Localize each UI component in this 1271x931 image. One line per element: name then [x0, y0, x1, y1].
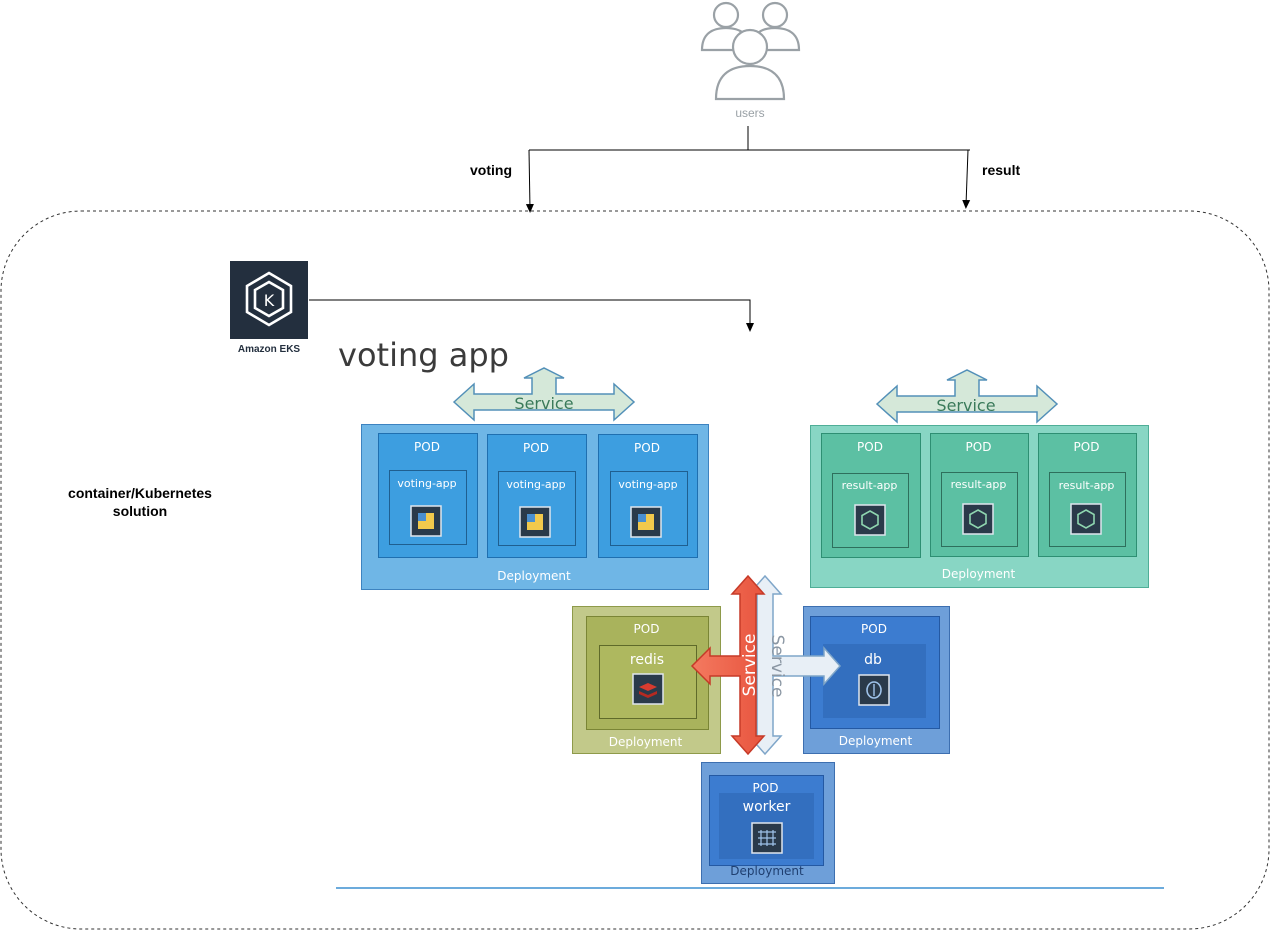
result-service-label: Service: [936, 396, 996, 415]
voting-deployment-label: Deployment: [497, 569, 571, 583]
result-app-3-label: result-app: [1058, 479, 1115, 492]
voting-service-arrow: [452, 367, 636, 422]
dotnet-icon: [751, 822, 783, 854]
result-app-2-container: [941, 472, 1018, 547]
voting-edge-label: voting: [470, 162, 512, 178]
worker-deployment-label: Deployment: [730, 864, 804, 878]
db-service-label: Service: [767, 634, 787, 698]
db-pod-label: POD: [861, 622, 887, 636]
result-pod-1: [821, 433, 921, 558]
result-pod-2: [930, 433, 1029, 557]
diagram-title: voting app: [338, 336, 509, 374]
voting-edge: [525, 149, 534, 213]
redis-pod-label: POD: [633, 622, 660, 636]
redis-deployment-label: Deployment: [608, 735, 683, 749]
nodejs-icon: [1070, 503, 1102, 535]
voting-app-3-label: voting-app: [618, 478, 678, 491]
voting-app-2-label: voting-app: [506, 478, 566, 491]
voting-pod-1-label: POD: [414, 440, 440, 454]
users-icon: [698, 0, 802, 104]
result-edge-label: result: [982, 162, 1021, 178]
result-deployment-label: Deployment: [941, 567, 1016, 581]
cluster-label: container/Kubernetes solution: [68, 485, 212, 519]
result-app-1-label: result-app: [841, 479, 898, 492]
result-pod-1-label: POD: [857, 440, 883, 454]
nodejs-icon: [962, 503, 994, 535]
cluster-boundary: [0, 210, 1270, 930]
voting-app-1-container: [389, 470, 467, 545]
eks-connector: [309, 299, 754, 332]
result-app-2-label: result-app: [950, 478, 1007, 491]
voting-service-label: Service: [514, 394, 574, 413]
python-icon: [410, 505, 442, 537]
result-app-1-container: [832, 473, 909, 548]
db-deployment-label: Deployment: [838, 734, 913, 748]
postgres-icon: [858, 674, 890, 706]
nodejs-icon: [854, 504, 886, 536]
amazon-eks-label: Amazon EKS: [237, 344, 301, 355]
voting-pod-2-label: POD: [523, 441, 549, 455]
result-pod-2-label: POD: [965, 440, 992, 454]
redis-app-label: redis: [629, 652, 665, 668]
python-icon: [630, 506, 662, 538]
redis-service-label: Service: [740, 633, 760, 697]
voting-pod-1: [378, 433, 478, 558]
python-icon: [519, 506, 551, 538]
redis-service-arrow: [690, 574, 766, 756]
worker-app-label: worker: [742, 799, 791, 815]
worker-pod-label: POD: [752, 781, 779, 795]
redis-icon: [632, 673, 664, 705]
result-app-3-container: [1049, 472, 1126, 547]
result-pod-3: [1038, 433, 1137, 557]
voting-app-3-container: [610, 471, 688, 546]
amazon-eks-icon: K: [230, 261, 308, 339]
voting-app-2-container: [498, 471, 576, 546]
db-service-arrow: [747, 574, 842, 756]
voting-pod-3-label: POD: [634, 441, 660, 455]
result-pod-3-label: POD: [1073, 440, 1100, 454]
voting-app-1-label: voting-app: [397, 477, 457, 490]
result-service-arrow: [875, 369, 1059, 424]
result-edge: [962, 149, 971, 209]
svg-text:K: K: [264, 291, 275, 310]
vertical-service-arrows: [690, 574, 842, 756]
db-app-label: db: [864, 652, 882, 668]
users-label: users: [735, 106, 765, 120]
